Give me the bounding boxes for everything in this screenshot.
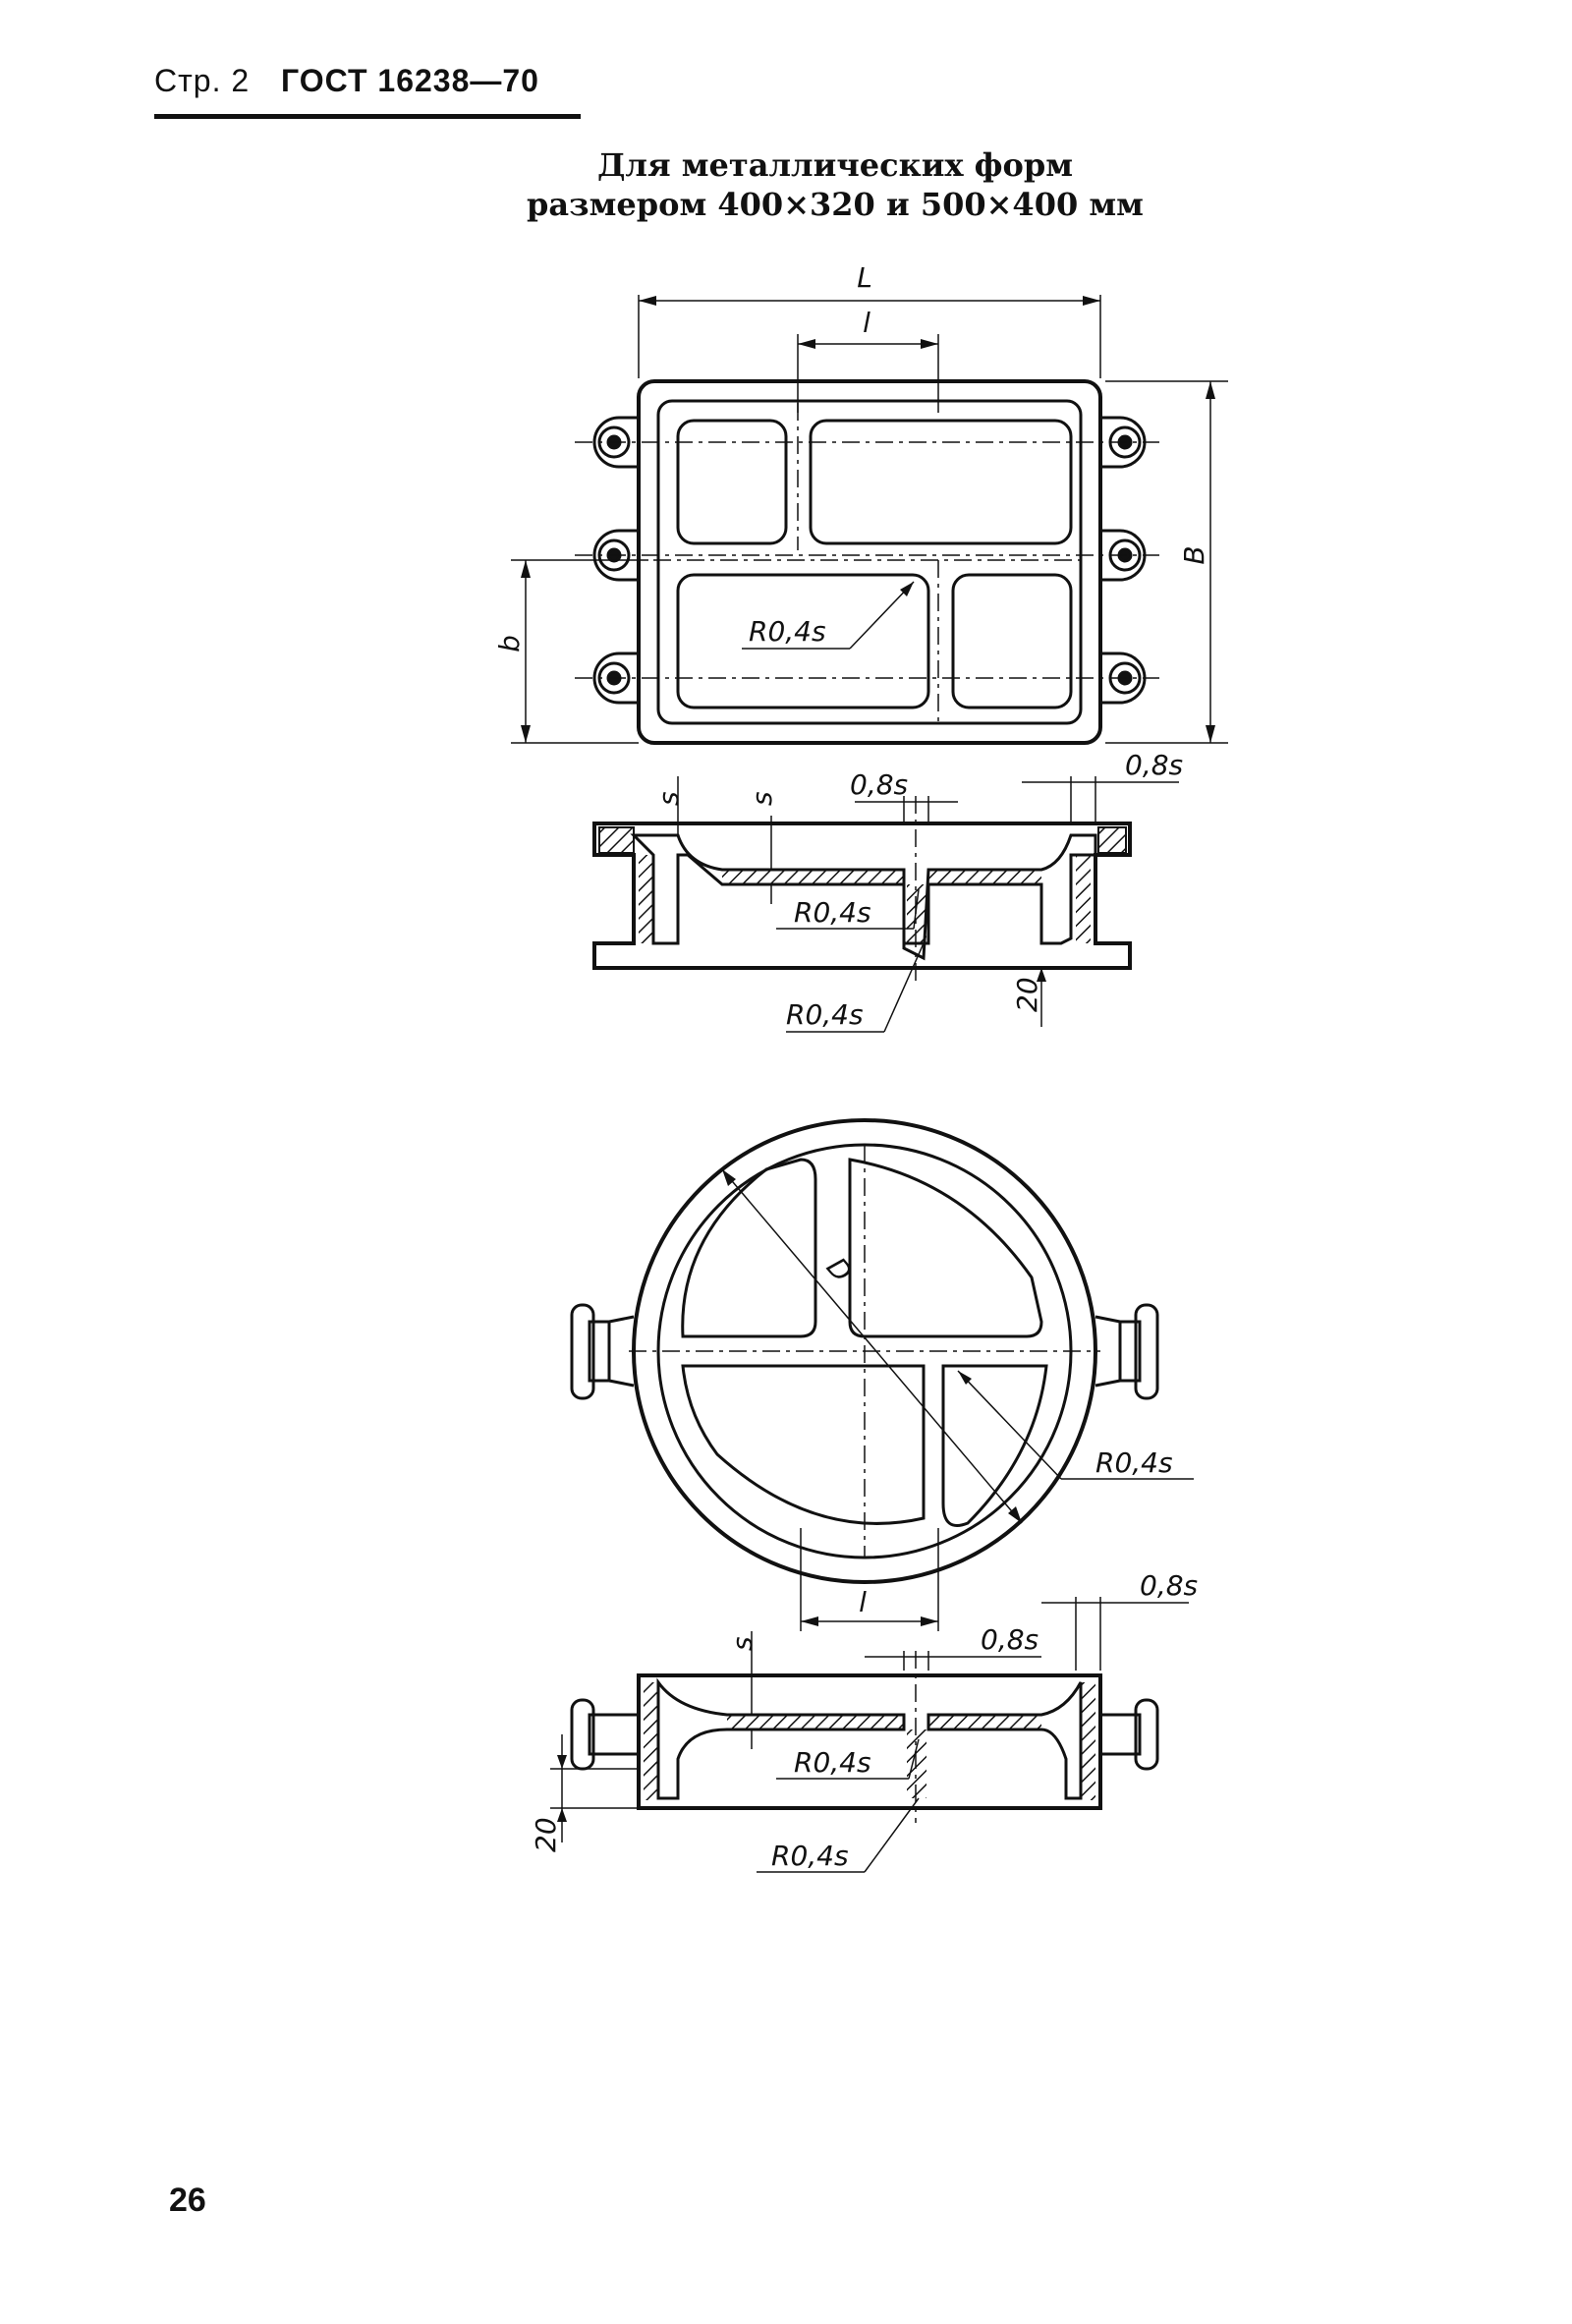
label-l-round: l	[859, 1586, 867, 1618]
label-08s-1: 0,8s	[850, 768, 908, 801]
page-number: 26	[169, 2182, 206, 2219]
standard-number: ГОСТ 16238—70	[281, 63, 539, 98]
title-line-1: Для металлических форм	[596, 146, 1074, 184]
rect-flask-plan	[511, 295, 1228, 745]
label-r04s-6: R0,4s	[771, 1840, 849, 1872]
label-r04s-5: R0,4s	[794, 1746, 871, 1779]
mounting-lugs	[575, 416, 1159, 705]
label-08s-4: 0,8s	[981, 1623, 1039, 1656]
rect-flask-section	[592, 776, 1179, 1033]
round-flask-section	[550, 1597, 1189, 1873]
label-08s-3: 0,8s	[1140, 1569, 1198, 1602]
label-B: B	[1178, 545, 1210, 564]
label-D: D	[820, 1251, 859, 1288]
round-flask-plan	[570, 1118, 1194, 1631]
label-r04s-3: R0,4s	[786, 998, 864, 1031]
header-rule	[154, 114, 581, 119]
label-s-1: s	[652, 791, 685, 806]
label-08s-2: 0,8s	[1125, 749, 1183, 781]
label-r04s-1: R0,4s	[749, 615, 826, 648]
label-b: b	[493, 635, 526, 652]
label-L: L	[857, 261, 872, 294]
label-s-3: s	[726, 1636, 758, 1651]
drawing-title: Для металлических форм размером 400×320 …	[462, 145, 1208, 224]
page-header: Стр. 2 ГОСТ 16238—70	[154, 63, 539, 99]
label-20-2: 20	[530, 1817, 562, 1852]
label-r04s-2: R0,4s	[794, 896, 871, 929]
title-line-2: размером 400×320 и 500×400 мм	[527, 186, 1144, 223]
label-r04s-4: R0,4s	[1095, 1446, 1173, 1479]
dimension-labels: L l B b R0,4s s s 0,8s 0,8s R0,4s R0,4s …	[493, 261, 1210, 1872]
label-s-2: s	[746, 791, 778, 806]
trunnions	[570, 1303, 1159, 1400]
label-l-rect: l	[863, 307, 870, 339]
page-ref: Стр. 2	[154, 63, 251, 98]
label-20-1: 20	[1011, 977, 1043, 1012]
